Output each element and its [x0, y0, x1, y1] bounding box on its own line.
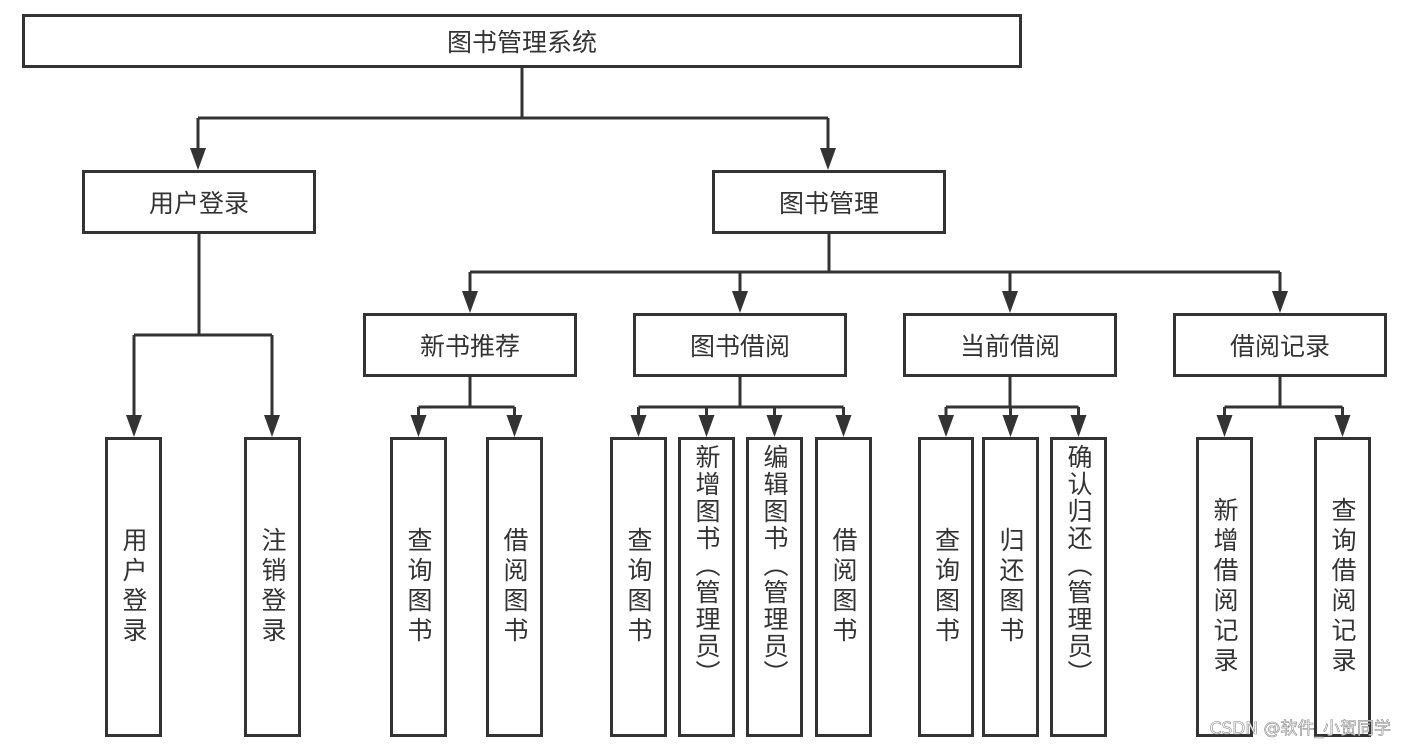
- arrow-head: [1334, 415, 1351, 437]
- function-node: 编辑图书（管理员）: [746, 437, 803, 737]
- node-label: 图书管理: [778, 189, 879, 218]
- arrow-head: [1272, 291, 1288, 313]
- function-node: 借阅图书: [486, 437, 543, 737]
- arrow-head: [1002, 415, 1019, 437]
- node-label: 用户登录: [148, 189, 249, 218]
- node-label: 借阅记录: [1229, 332, 1330, 361]
- node-label: 查询图书: [404, 527, 433, 647]
- arrow-head: [835, 415, 852, 437]
- node-label: 查询图书: [624, 527, 653, 647]
- node-label: 查询借阅记录: [1328, 497, 1357, 677]
- node-label: 图书管理系统: [446, 28, 597, 57]
- function-node: 查询借阅记录: [1314, 437, 1371, 737]
- arrow-head: [1216, 415, 1233, 437]
- module-node: 用户登录: [82, 170, 316, 234]
- arrow-head: [506, 415, 523, 437]
- node-label: 借阅图书: [829, 527, 858, 647]
- arrow-head: [698, 415, 715, 437]
- node-label: 图书借阅: [689, 332, 790, 361]
- module-node: 图书管理: [712, 170, 946, 234]
- root-node: 图书管理系统: [22, 14, 1022, 68]
- arrow-head: [938, 415, 954, 437]
- arrow-head: [766, 415, 783, 437]
- node-label: 编辑图书（管理员）: [760, 444, 789, 687]
- arrow-head: [1070, 415, 1087, 437]
- function-node: 确认归还（管理员）: [1050, 437, 1107, 737]
- node-label: 用户登录: [119, 527, 148, 647]
- node-label: 确认归还（管理员）: [1064, 444, 1093, 687]
- node-label: 新书推荐: [419, 332, 520, 361]
- function-node: 查询图书: [918, 437, 974, 737]
- node-label: 归还图书: [996, 527, 1025, 647]
- function-node: 查询图书: [610, 437, 667, 737]
- node-label: 借阅图书: [500, 527, 529, 647]
- watermark: CSDN @软件_小贺同学: [1209, 719, 1391, 740]
- function-node: 查询图书: [390, 437, 447, 737]
- submodule-node: 借阅记录: [1173, 313, 1387, 377]
- node-label: 新增借阅记录: [1210, 497, 1239, 677]
- submodule-node: 新书推荐: [363, 313, 577, 377]
- node-label: 注销登录: [258, 527, 287, 647]
- arrow-head: [732, 291, 748, 313]
- function-node: 用户登录: [105, 437, 162, 737]
- submodule-node: 图书借阅: [633, 313, 847, 377]
- arrow-head: [190, 148, 206, 170]
- node-label: 查询图书: [931, 527, 961, 647]
- arrow-head: [630, 415, 647, 437]
- function-node: 归还图书: [982, 437, 1039, 737]
- function-node: 注销登录: [244, 437, 301, 737]
- node-label: 当前借阅: [959, 332, 1060, 361]
- arrow-head: [462, 291, 478, 313]
- arrow-head: [264, 415, 280, 437]
- node-label: 新增图书（管理员）: [692, 444, 721, 687]
- arrow-head: [126, 415, 142, 437]
- function-node: 新增借阅记录: [1196, 437, 1253, 737]
- submodule-node: 当前借阅: [903, 313, 1117, 377]
- arrow-head: [820, 148, 836, 170]
- function-node: 新增图书（管理员）: [678, 437, 735, 737]
- arrow-head: [1002, 291, 1018, 313]
- function-node: 借阅图书: [815, 437, 872, 737]
- arrow-head: [410, 415, 427, 437]
